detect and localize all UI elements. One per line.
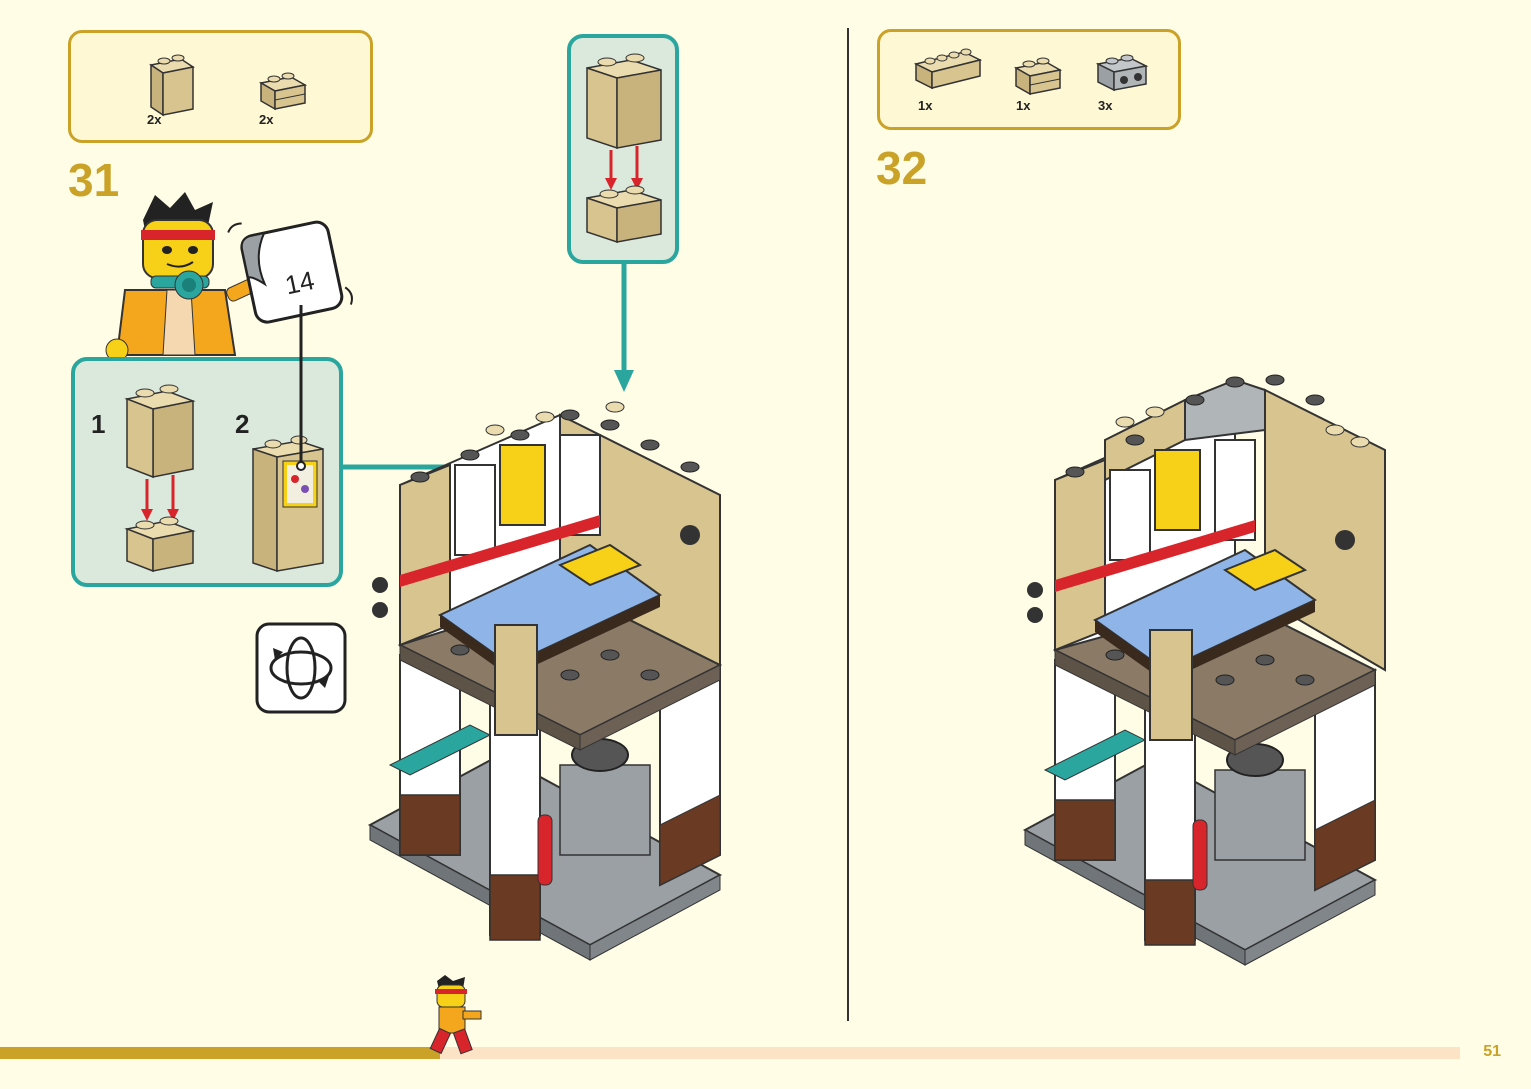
- sticker-number: 14: [282, 265, 317, 300]
- substep-number-2: 2: [235, 409, 250, 439]
- parts-callout-step-31: 2x 2x: [68, 30, 373, 143]
- substep-1-bricks: [124, 384, 196, 573]
- part-qty: 1x: [1016, 98, 1031, 113]
- rotate-model-icon[interactable]: [255, 622, 347, 714]
- sticker-icon: 14: [227, 220, 353, 324]
- progress-bar-fill: [0, 1047, 440, 1059]
- model-step-31: [367, 401, 723, 961]
- running-minifig-icon: [429, 975, 482, 1055]
- tan-brick-1x2x2-icon: [149, 54, 195, 117]
- grey-brick-technic-icon: [1095, 54, 1149, 92]
- parts-callout-step-32: 1x 1x 3x: [877, 29, 1181, 130]
- page-divider: [847, 28, 849, 1021]
- step-number-31: 31: [68, 154, 120, 206]
- part-qty: 2x: [259, 112, 274, 127]
- teal-arrow-down: [614, 262, 634, 392]
- step-number-32: 32: [876, 142, 928, 194]
- substep-number-1: 1: [91, 409, 106, 439]
- tan-brick-1x4-masonry-icon: [913, 48, 983, 90]
- model-step-32: [1022, 374, 1386, 966]
- tan-brick-masonry-icon: [258, 72, 308, 111]
- callout-bricks: [586, 53, 662, 244]
- tan-brick-masonry-icon: [1013, 57, 1063, 96]
- page-number: 51: [1483, 1043, 1501, 1060]
- part-qty: 3x: [1098, 98, 1113, 113]
- part-qty: 1x: [918, 98, 933, 113]
- part-qty: 2x: [147, 112, 162, 127]
- minifigure-icon: [105, 192, 257, 362]
- callout-top-bricks: [567, 34, 679, 264]
